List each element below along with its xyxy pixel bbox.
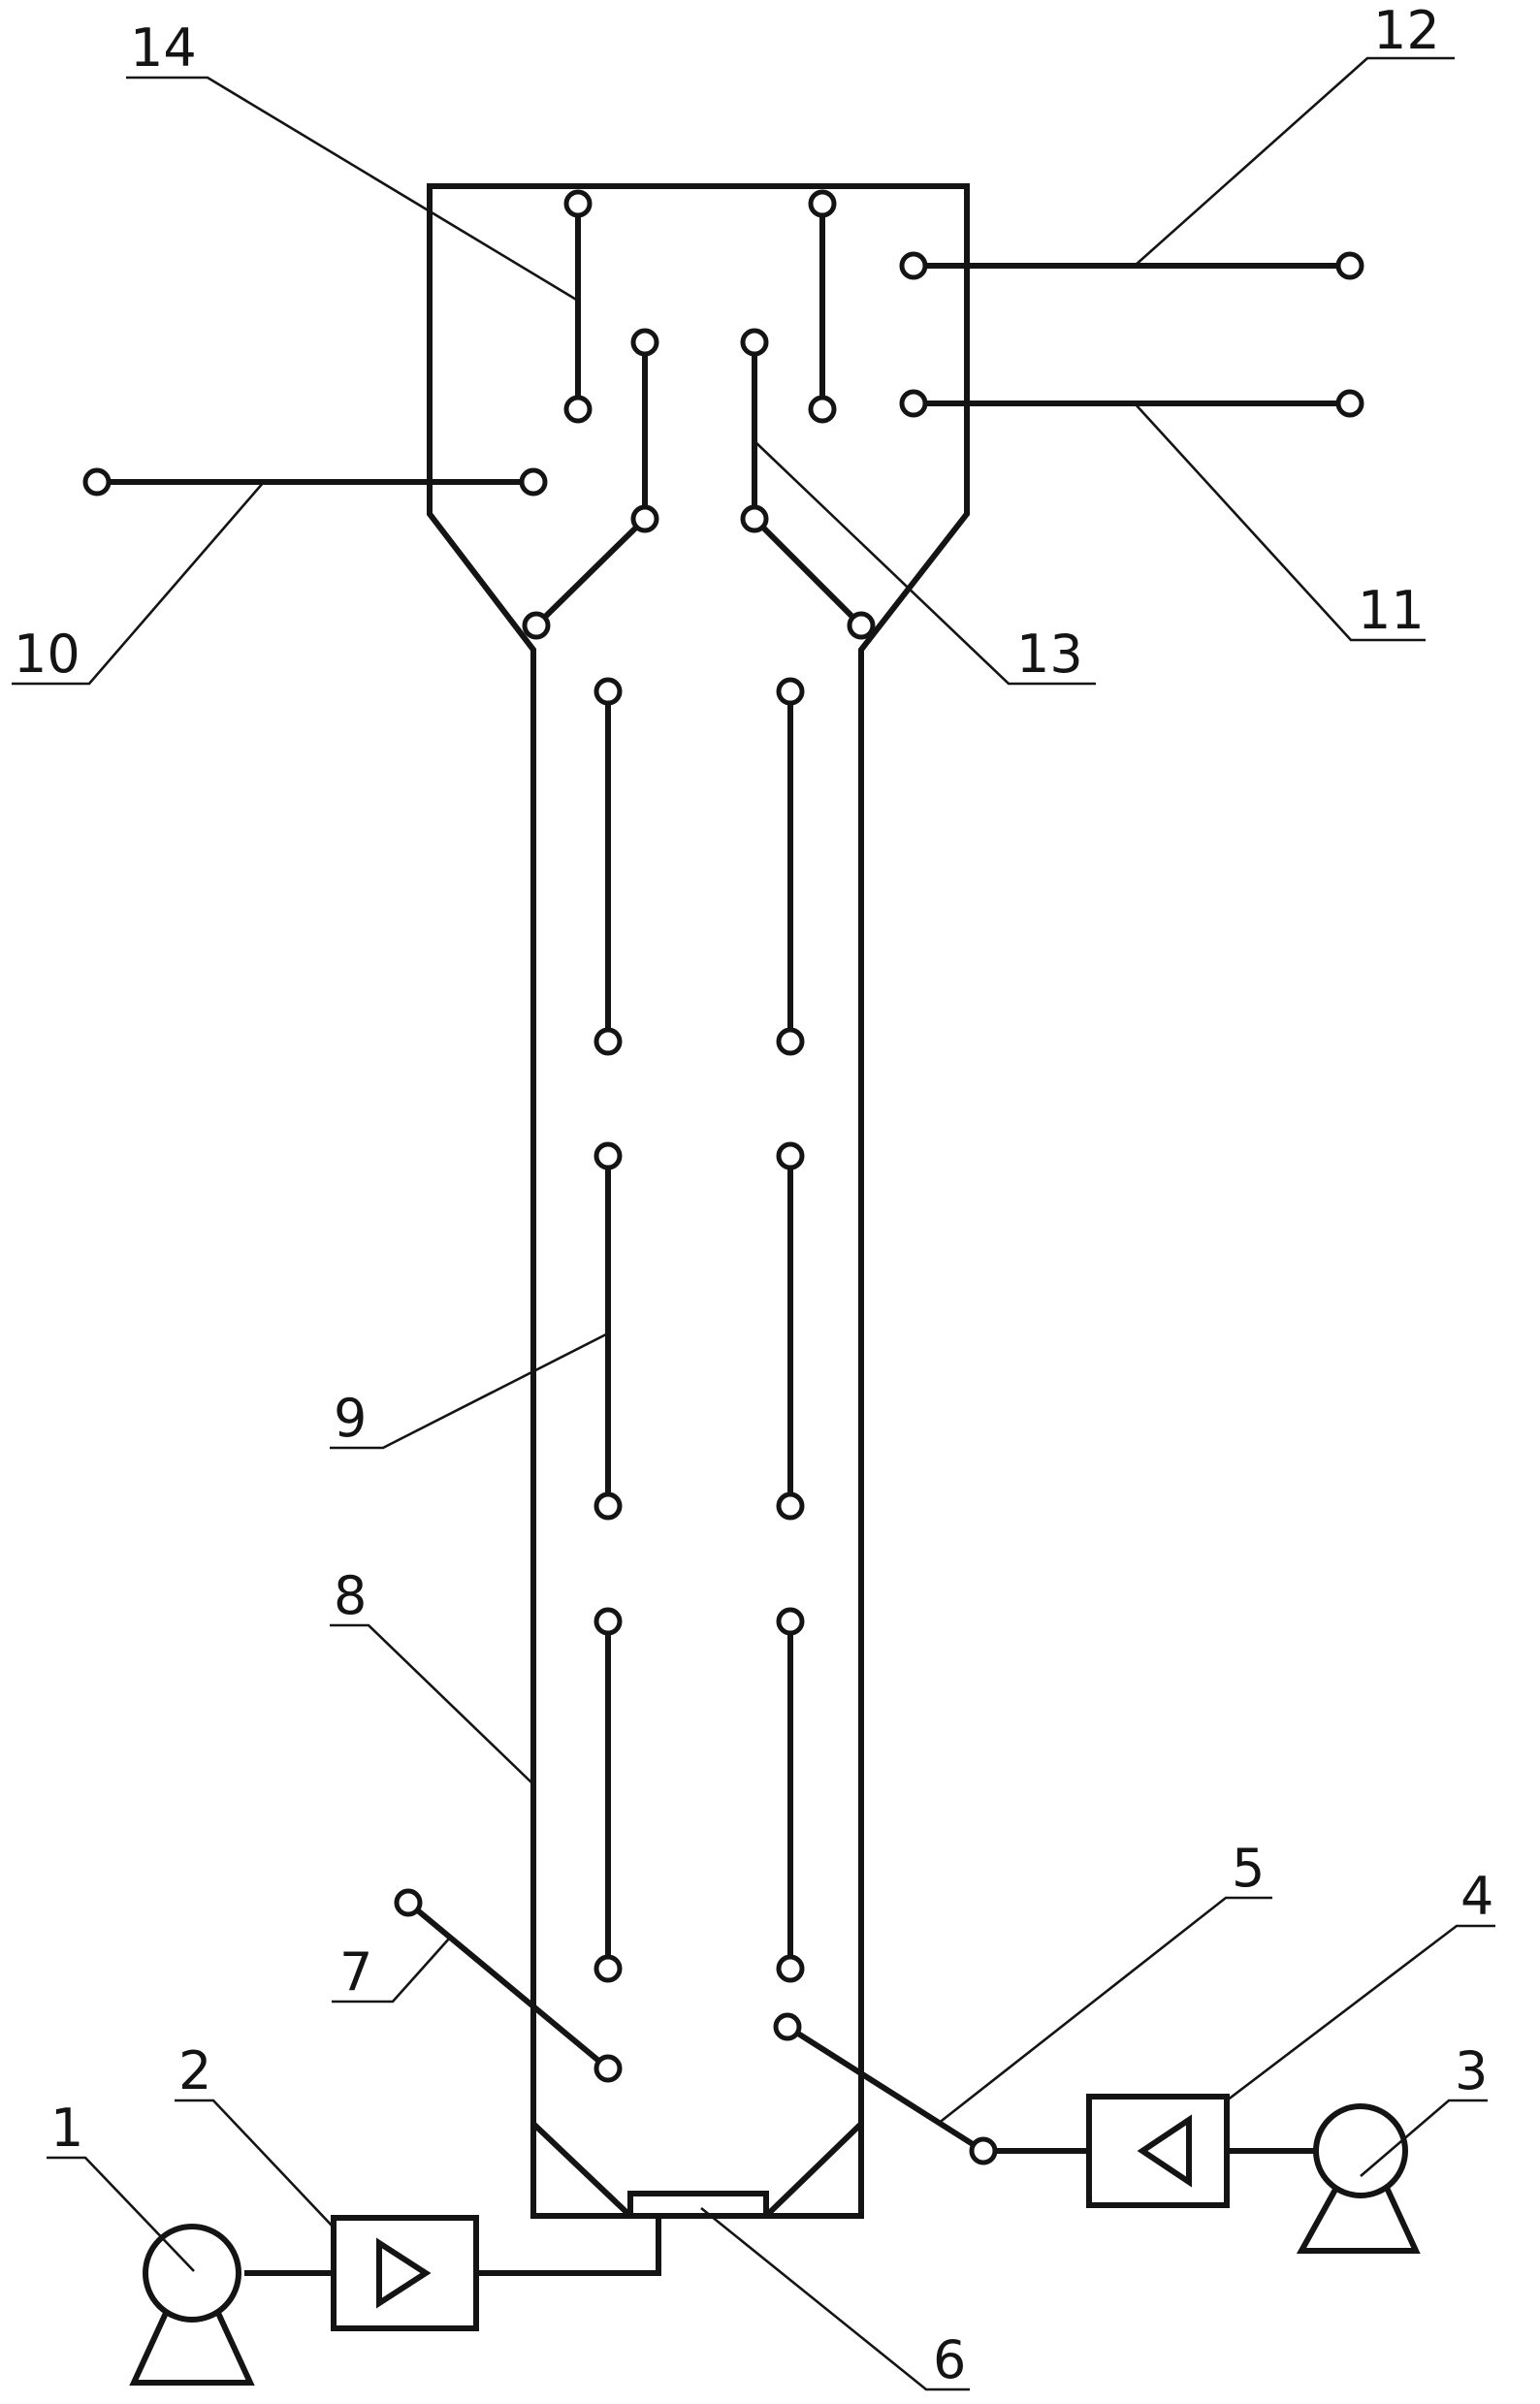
- node: [740, 328, 769, 357]
- leader-13: [754, 440, 1096, 686]
- node: [594, 1141, 623, 1170]
- inlet-probe: [406, 1900, 610, 2071]
- inlet-pump-icon: [143, 2224, 241, 2323]
- bent-guide-left: [533, 342, 648, 628]
- node: [82, 467, 112, 497]
- node: [630, 328, 659, 357]
- label-14: 14: [130, 17, 197, 79]
- outlet-pump-icon: [1313, 2103, 1408, 2198]
- bottom-cone-left: [530, 2121, 633, 2219]
- node: [563, 395, 593, 424]
- label-12: 12: [1373, 0, 1440, 61]
- leader-10: [12, 481, 265, 686]
- node: [522, 611, 551, 640]
- leader-1: [47, 2156, 195, 2272]
- label-4: 4: [1460, 1866, 1493, 1927]
- label-6: 6: [933, 2329, 966, 2390]
- leader-2: [175, 2099, 335, 2228]
- node: [594, 1027, 623, 1056]
- label-8: 8: [334, 1565, 367, 1626]
- node: [740, 504, 769, 533]
- node: [776, 677, 805, 706]
- node: [776, 1141, 805, 1170]
- leader-3: [1360, 2099, 1488, 2177]
- label-5: 5: [1232, 1838, 1265, 1899]
- leader-5: [937, 1896, 1272, 2126]
- leader-8: [330, 1623, 534, 1785]
- outlet-pipe: [786, 2024, 985, 2154]
- node: [808, 189, 837, 218]
- leader-4: [1226, 1924, 1495, 2102]
- inlet-pump-base: [129, 2309, 255, 2386]
- label-13: 13: [1016, 624, 1083, 685]
- reactor-body-outline: [427, 183, 970, 2219]
- label-11: 11: [1358, 580, 1425, 641]
- node: [969, 2136, 998, 2165]
- label-2: 2: [178, 2040, 211, 2101]
- node: [776, 1607, 805, 1636]
- inlet-pipe: [476, 2216, 661, 2276]
- node: [630, 504, 659, 533]
- leader-7: [332, 1937, 451, 2003]
- leader-12: [1134, 56, 1455, 267]
- leader-6: [700, 2206, 970, 2391]
- leader-9: [330, 1331, 609, 1450]
- bottom-cone-right: [763, 2121, 864, 2219]
- node: [776, 1027, 805, 1056]
- outlet-flow-unit: [1086, 2094, 1230, 2208]
- label-10: 10: [14, 624, 80, 685]
- node: [899, 251, 928, 280]
- outlet-pump-base: [1296, 2186, 1421, 2254]
- node: [519, 467, 548, 497]
- label-1: 1: [50, 2098, 83, 2159]
- node: [847, 611, 876, 640]
- inlet-flow-unit: [331, 2215, 479, 2331]
- node: [394, 1888, 423, 1917]
- node: [594, 1954, 623, 1983]
- direction-triangle-right-icon: [376, 2237, 432, 2309]
- node: [1335, 251, 1364, 280]
- label-3: 3: [1455, 2040, 1488, 2101]
- label-9: 9: [334, 1388, 367, 1449]
- bent-guide-right: [752, 342, 864, 628]
- node: [808, 395, 837, 424]
- label-7: 7: [339, 1941, 372, 2003]
- leader-14: [126, 76, 579, 303]
- node: [563, 189, 593, 218]
- node: [773, 2012, 802, 2041]
- node: [594, 1491, 623, 1521]
- node: [594, 677, 623, 706]
- node: [776, 1491, 805, 1521]
- distributor-plate: [627, 2191, 769, 2219]
- node: [594, 2054, 623, 2083]
- node: [899, 389, 928, 418]
- node: [776, 1954, 805, 1983]
- leader-11: [1134, 402, 1426, 642]
- direction-triangle-left-icon: [1137, 2114, 1192, 2188]
- node: [1335, 389, 1364, 418]
- node: [594, 1607, 623, 1636]
